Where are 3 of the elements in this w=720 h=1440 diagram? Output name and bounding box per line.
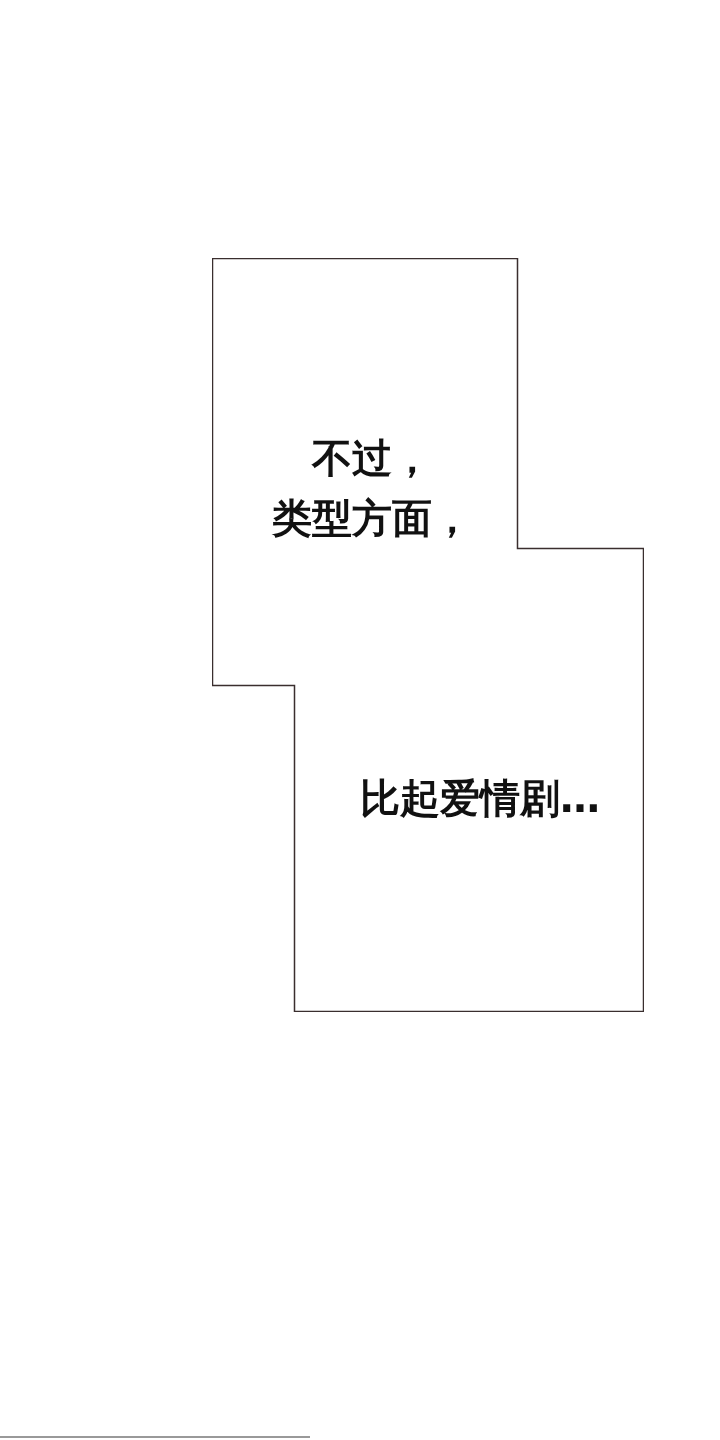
caption-text: 不过，类型方面，: [271, 434, 473, 543]
caption-text: 比起爱情剧…: [359, 774, 601, 823]
caption-box: [212, 258, 644, 1012]
